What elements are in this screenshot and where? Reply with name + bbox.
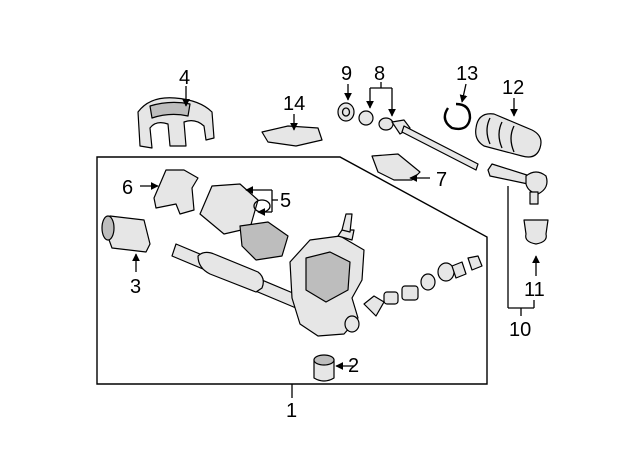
callout-8: 8 (374, 63, 385, 85)
callout-10: 10 (509, 319, 531, 341)
part-11-dust-seal (523, 219, 549, 245)
callout-1: 1 (286, 400, 297, 422)
callout-3: 3 (130, 276, 141, 298)
callout-12: 12 (502, 77, 524, 99)
part-5-valve-assembly (199, 183, 289, 261)
leader-lines (132, 82, 540, 398)
part-14-heat-shield (261, 125, 323, 147)
part-8-inner-tie-rod (358, 110, 479, 171)
part-4-bracket (137, 97, 215, 149)
callout-13: 13 (456, 63, 478, 85)
part-2-grommet (313, 354, 335, 382)
callout-14: 14 (283, 93, 305, 115)
part-13-boot-clamp (443, 102, 472, 131)
part-1-steering-rack (171, 213, 365, 337)
rack-small-parts (363, 255, 483, 317)
assembly-frame (96, 156, 488, 385)
part-12-rack-boot (475, 113, 542, 158)
callout-2: 2 (348, 355, 359, 377)
part-7-shield (371, 153, 421, 181)
part-6-housing-cover (153, 169, 199, 215)
callout-9: 9 (341, 63, 352, 85)
part-3-bushing (101, 215, 151, 253)
callout-11: 11 (524, 279, 545, 301)
callout-5: 5 (280, 190, 291, 212)
callout-6: 6 (122, 177, 133, 199)
callout-4: 4 (179, 67, 190, 89)
callout-7: 7 (436, 169, 447, 191)
part-10-tie-rod-end (487, 163, 548, 205)
part-9-washer (337, 102, 355, 122)
